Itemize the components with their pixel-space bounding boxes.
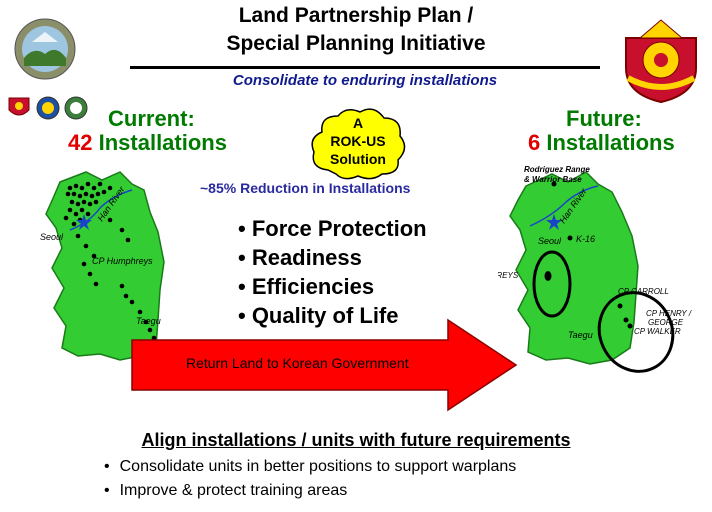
right-map-humphreys-label: CP HUMPHREYS (498, 271, 519, 280)
return-land-arrow (131, 318, 518, 412)
left-map-taegu-label: Taegu (136, 316, 161, 326)
henry-label: CP HENRY / (646, 309, 692, 318)
future-installation-dots (544, 181, 633, 329)
title-divider (130, 66, 600, 69)
southeast-hub-circle (597, 291, 675, 373)
cloud-line1: A (353, 115, 363, 131)
future-korea-map: Rodriguez Range & Warrior Base Han River… (498, 165, 692, 373)
benefits-list: • Force Protection • Readiness • Efficie… (238, 214, 427, 330)
k16-label: K-16 (576, 234, 595, 244)
current-count-line: 42 Installations (68, 130, 227, 156)
current-suffix: Installations (98, 130, 227, 155)
bottom-list-item: Consolidate units in better positions to… (104, 455, 517, 479)
reduction-text: ~85% Reduction in Installations (200, 180, 411, 196)
left-map-seoul-label: Seoul (40, 232, 64, 242)
page-title-line2: Special Planning Initiative (226, 32, 486, 55)
cloud-line2: ROK-US (330, 133, 385, 149)
walker-label: CP WALKER (634, 327, 681, 336)
benefit-item: • Efficiencies (238, 274, 375, 299)
right-map-seoul-label: Seoul (538, 236, 562, 246)
cloud-line3: Solution (330, 151, 386, 167)
current-label: Current: (108, 106, 195, 131)
humphreys-circle (532, 250, 572, 318)
benefit-item: • Force Protection (238, 216, 427, 241)
arrow-label: Return Land to Korean Government (186, 355, 409, 371)
bottom-heading: Align installations / units with future … (141, 430, 571, 450)
current-count: 42 (68, 130, 93, 155)
current-korea-map: Seoul Han River CP Humphreys Taegu (40, 171, 165, 361)
future-count-line: 6 Installations (528, 130, 675, 156)
seoul-star-icon (76, 214, 92, 230)
bottom-list: Consolidate units in better positions to… (104, 455, 517, 503)
left-map-humphreys-label: CP Humphreys (92, 256, 153, 266)
insignia-row-logo (8, 96, 88, 120)
unit-seal-logo (14, 18, 76, 80)
future-seoul-star-icon (546, 214, 562, 230)
warrior-label: & Warrior Base (524, 175, 582, 184)
george-label: GEORGE (648, 318, 684, 327)
carroll-label: CP CARROLL (618, 287, 669, 296)
future-count: 6 (528, 130, 541, 155)
installation-management-crest-logo (625, 19, 697, 104)
rodriguez-label: Rodriguez Range (524, 165, 590, 174)
future-suffix: Installations (546, 130, 675, 155)
future-label: Future: (566, 106, 642, 131)
right-map-taegu-label: Taegu (568, 330, 593, 340)
benefit-item: • Quality of Life (238, 303, 399, 328)
bottom-list-item: Improve & protect training areas (104, 479, 516, 503)
benefit-item: • Readiness (238, 245, 362, 270)
rok-us-solution-cloud: A ROK-US Solution (311, 108, 406, 180)
page-title-line1: Land Partnership Plan / (238, 4, 474, 27)
subtitle: Consolidate to enduring installations (232, 72, 498, 89)
